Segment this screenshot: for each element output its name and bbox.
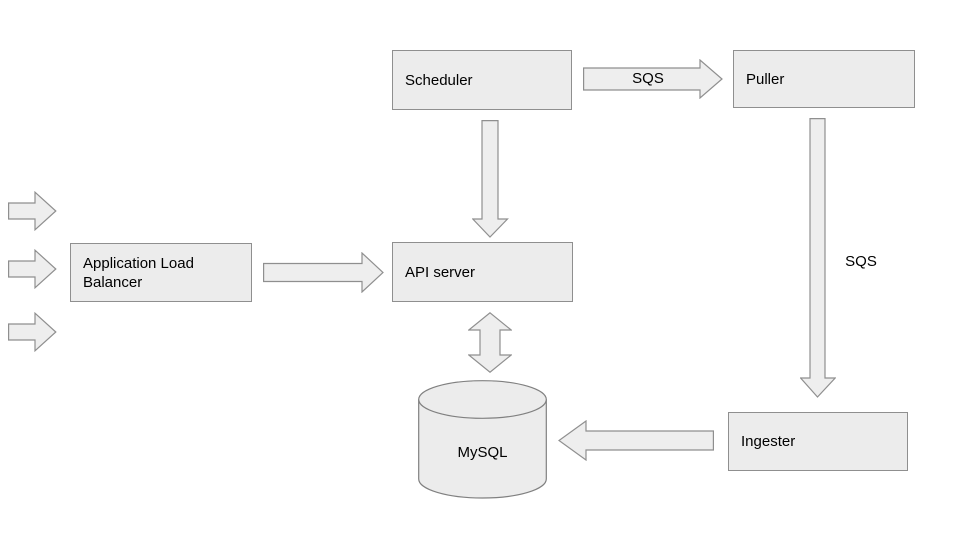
node-puller-label: Puller xyxy=(746,70,785,88)
ingester-to-mysql-arrow xyxy=(558,420,714,461)
sqs-label-vertical: SQS xyxy=(845,253,877,270)
node-application-load-balancer: Application Load Balancer xyxy=(70,243,252,302)
node-scheduler: Scheduler xyxy=(392,50,572,110)
incoming-traffic-arrow-3 xyxy=(8,312,57,352)
node-application-load-balancer-label: Application Load Balancer xyxy=(83,254,194,291)
scheduler-to-puller-arrow xyxy=(583,59,723,99)
node-api-server-label: API server xyxy=(405,263,476,281)
puller-to-ingester-arrow xyxy=(800,118,836,398)
api-to-mysql-double-arrow xyxy=(468,312,512,373)
node-ingester: Ingester xyxy=(728,412,908,471)
node-ingester-label: Ingester xyxy=(741,433,796,450)
incoming-traffic-arrow-2 xyxy=(8,249,57,289)
incoming-traffic-arrow-1 xyxy=(8,191,57,231)
scheduler-to-api-arrow xyxy=(472,120,509,238)
node-scheduler-label: Scheduler xyxy=(405,71,473,89)
mysql-cylinder xyxy=(418,380,547,499)
node-api-server: API server xyxy=(392,242,573,302)
node-mysql-label: MySQL xyxy=(457,444,508,461)
alb-to-api-arrow xyxy=(263,252,384,293)
node-puller: Puller xyxy=(733,50,915,108)
